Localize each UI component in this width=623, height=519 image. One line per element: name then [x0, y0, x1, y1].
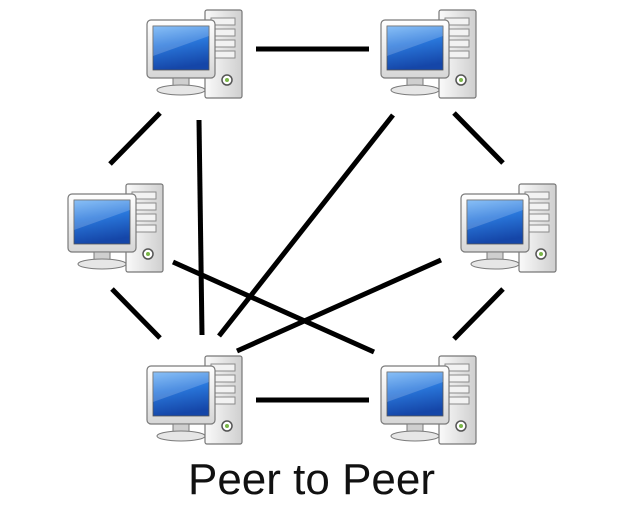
link-top-right-to-bottom-left [217, 113, 395, 338]
link-middle-right-to-bottom-left [235, 257, 443, 354]
computer-middle-left-icon [67, 183, 164, 273]
computer-bottom-right-icon [380, 355, 477, 445]
computer-bottom-left-icon [146, 355, 243, 445]
link-middle-left-to-bottom-right [171, 259, 376, 355]
computer-top-right-icon [380, 9, 477, 99]
link-top-left-to-middle-left [108, 111, 162, 166]
link-middle-right-to-bottom-right [452, 287, 505, 341]
computer-middle-right-icon [460, 183, 557, 273]
diagram-caption: Peer to Peer [187, 455, 436, 504]
computer-top-left-icon [146, 9, 243, 99]
link-middle-left-to-bottom-left [110, 287, 162, 340]
link-top-left-to-bottom-left [196, 119, 205, 336]
connection-links [108, 46, 505, 403]
link-top-right-to-middle-right [452, 111, 505, 165]
